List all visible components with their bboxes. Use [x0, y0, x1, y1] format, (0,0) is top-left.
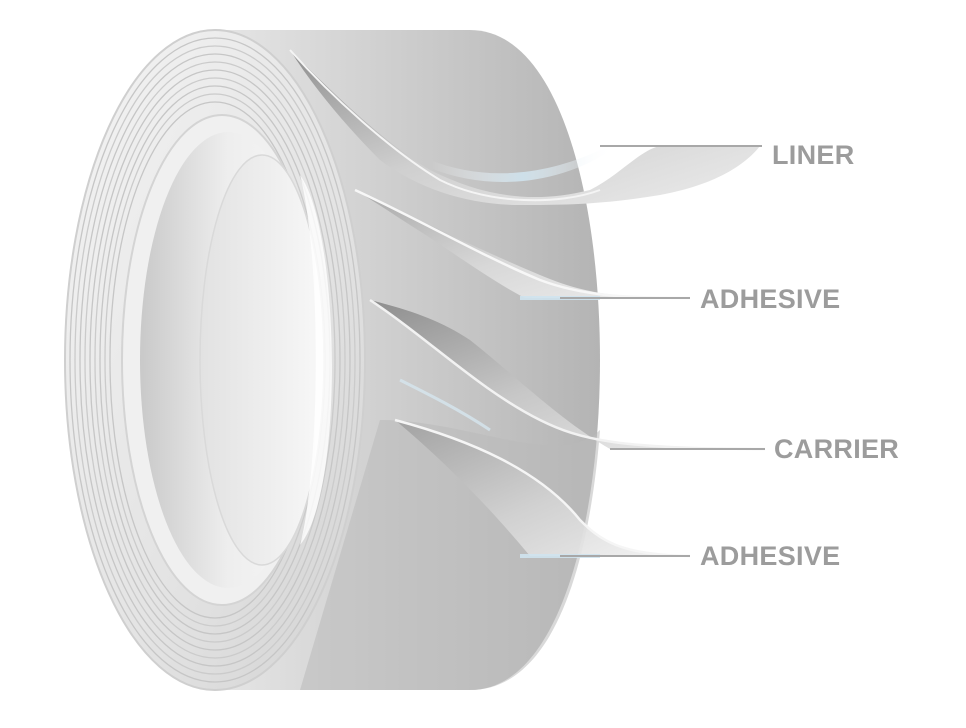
layer-adhesive-top-sheet: [355, 190, 690, 298]
label-liner: LINER: [772, 140, 855, 170]
layer-adhesive-bottom-sheet: [395, 420, 690, 556]
label-adhesive-bottom: ADHESIVE: [700, 541, 841, 571]
leader-lines: [560, 145, 765, 557]
label-carrier: CARRIER: [774, 434, 900, 464]
layer-carrier-sheet: [370, 300, 765, 449]
roll-face: [64, 29, 366, 691]
peeling-layers: [289, 49, 766, 558]
layer-liner-sheet: [290, 50, 760, 205]
label-adhesive-top: ADHESIVE: [700, 284, 841, 314]
